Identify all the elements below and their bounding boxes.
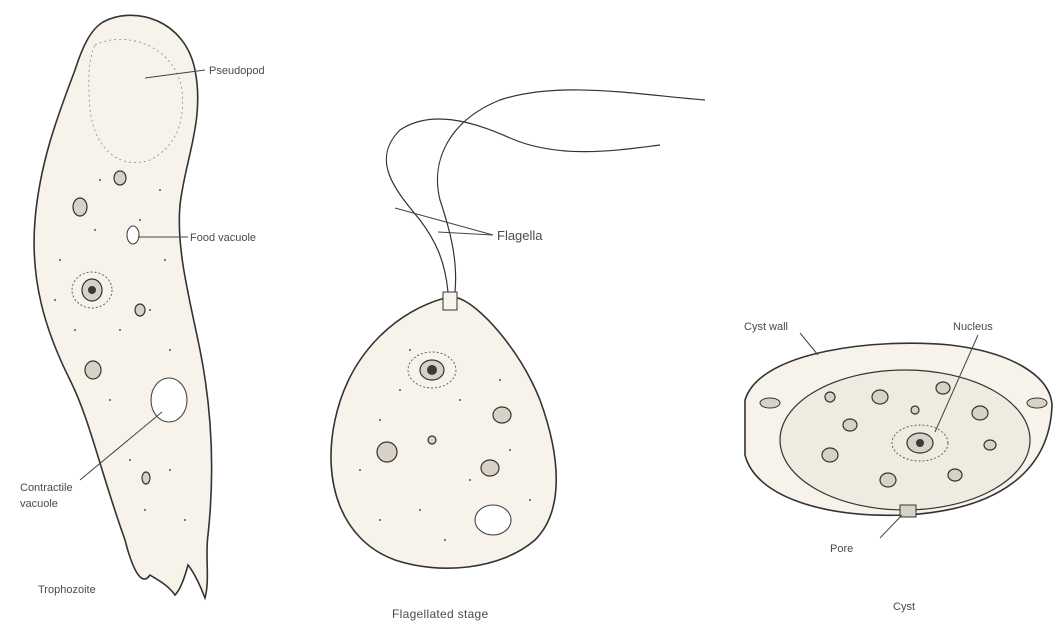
cyst-nucleus: [822, 448, 838, 462]
pore: [900, 505, 916, 517]
food-body: [377, 442, 397, 462]
contractile-vacuole: [151, 378, 187, 422]
trophozoite-caption: Trophozoite: [38, 584, 96, 596]
contractile-vacuole: [475, 505, 511, 535]
flagellum-right: [438, 90, 706, 292]
food-body: [493, 407, 511, 423]
pseudopod-label: Pseudopod: [209, 65, 265, 77]
cyst-nucleus: [872, 390, 888, 404]
food-body: [85, 361, 101, 379]
trophozoite-body: [34, 15, 212, 598]
food-vacuole-label: Food vacuole: [190, 232, 256, 244]
cyst-nucleus: [984, 440, 996, 450]
cyst-drawing: Cyst wall Nucleus Pore Cyst: [744, 321, 1052, 613]
cyst-nucleus: [936, 382, 950, 394]
flagellated-body: [331, 298, 556, 568]
cyst-nucleus: [911, 406, 919, 414]
cyst-nucleus: [843, 419, 857, 431]
food-vacuole: [127, 226, 139, 244]
flagellated-drawing: Flagella Flagellated stage: [331, 90, 705, 621]
pore-label: Pore: [830, 543, 853, 555]
blepharoplast: [443, 292, 457, 310]
side-pore-left: [760, 398, 780, 408]
flagella-label: Flagella: [497, 228, 543, 243]
cyst-wall-leader: [800, 333, 818, 355]
cyst-caption: Cyst: [893, 601, 915, 613]
trophozoite-drawing: Pseudopod Food vacuole Contractile vacuo…: [20, 15, 265, 598]
cyst-nucleus: [825, 392, 835, 402]
food-body: [481, 460, 499, 476]
flagellated-caption: Flagellated stage: [392, 607, 489, 621]
cyst-nucleus: [972, 406, 988, 420]
food-body: [428, 436, 436, 444]
side-pore-right: [1027, 398, 1047, 408]
food-body: [135, 304, 145, 316]
contractile-vacuole-label-line2: vacuole: [20, 498, 58, 510]
cyst-wall-label: Cyst wall: [744, 321, 788, 333]
food-body: [73, 198, 87, 216]
food-body: [114, 171, 126, 185]
flagellum-left: [386, 119, 660, 292]
food-body: [142, 472, 150, 484]
nucleus-label: Nucleus: [953, 321, 993, 333]
contractile-vacuole-label-line1: Contractile: [20, 482, 73, 494]
cyst-nucleus: [948, 469, 962, 481]
pore-leader: [880, 515, 902, 538]
cyst-nucleus: [880, 473, 896, 487]
